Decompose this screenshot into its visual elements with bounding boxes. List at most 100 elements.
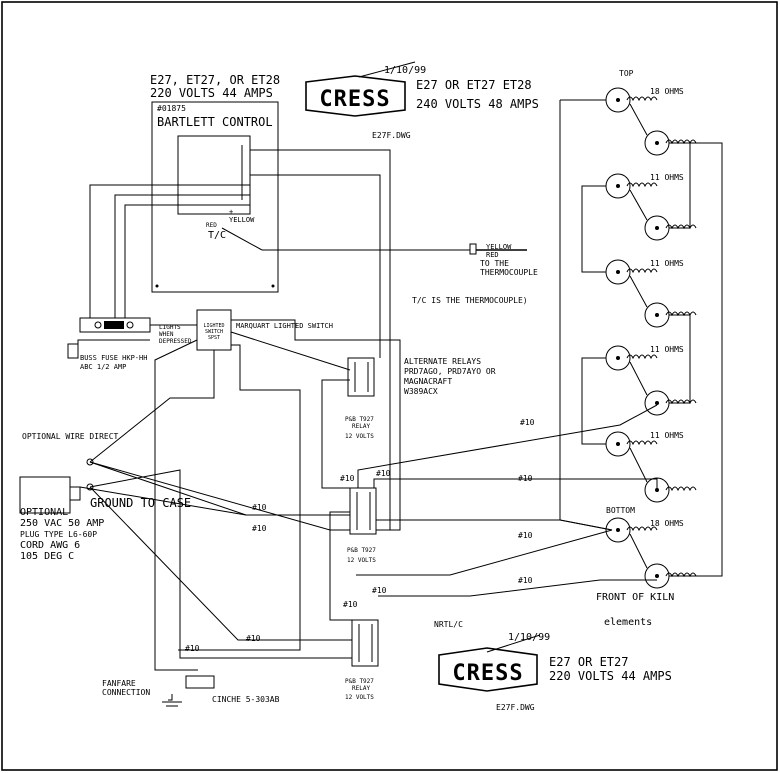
wire-gauge-12: #10	[518, 576, 533, 585]
rating-bottom: 220 VOLTS 44 AMPS	[549, 669, 672, 683]
relay-3-volts: 12 VOLTS	[345, 694, 374, 701]
wire-gauge-9: #10	[520, 418, 535, 427]
alt-relays-2: PRD7AGO, PRD7AYO OR	[404, 367, 496, 376]
fuse-holder: BUSS FUSE HKP-HH ABC 1/2 AMP	[67, 317, 151, 371]
control-tc-label: T/C	[208, 230, 226, 241]
ohms-6: 18 OHMS	[650, 519, 684, 528]
control-wiring	[77, 149, 401, 671]
ohms-2: 11 OHMS	[650, 173, 684, 182]
wire-gauge-3: #10	[246, 634, 261, 643]
relay-2-name: P&B T927	[347, 547, 376, 554]
power-line-1: 250 VAC 50 AMP	[20, 518, 104, 529]
fanfare-line-1: FANFARE	[102, 679, 136, 688]
wire-gauge-6: #10	[376, 469, 391, 478]
element-4-coil-a	[626, 354, 658, 360]
models-bottom: E27 OR ET27	[549, 655, 628, 669]
optional-wire-direct: OPTIONAL WIRE DIRECT	[22, 432, 119, 441]
power-optional: OPTIONAL	[20, 507, 68, 518]
switch-name: MARQUART LIGHTED SWITCH	[236, 322, 333, 330]
power-line-3: CORD AWG 6	[20, 540, 80, 551]
ohms-3: 11 OHMS	[650, 259, 684, 268]
element-1-coil-a	[626, 96, 658, 102]
power-line-2: PLUG TYPE L6-60P	[20, 530, 97, 539]
switch-lights-2: WHEN	[159, 331, 174, 338]
heating-elements: TOP BOTTOM FRONT OF KILN elements 18 OHM…	[560, 69, 723, 628]
wire-gauge-5: #10	[340, 474, 355, 483]
date-bottom: 1/10/99	[508, 632, 550, 643]
nrtl-label: NRTL/C	[434, 620, 463, 629]
ohms-4: 11 OHMS	[650, 345, 684, 354]
control-yellow-label: YELLOW	[229, 216, 255, 224]
relay-2: P&B T927 12 VOLTS	[347, 487, 377, 564]
power-cord: OPTIONAL WIRE DIRECT GROUND TO CASE OPTI…	[19, 432, 191, 562]
control-plus-label: +	[229, 208, 233, 216]
elements-label: elements	[604, 617, 652, 628]
relay-3-relay: RELAY	[352, 685, 370, 692]
relay-1-name: P&B T927	[345, 416, 374, 423]
relay-3-name: P&B T927	[345, 678, 374, 685]
element-6-coil-a	[626, 526, 658, 532]
control-red-label: RED	[206, 222, 217, 229]
control-part-number: #01875	[157, 104, 186, 113]
relay-1-relay: RELAY	[352, 423, 370, 430]
switch-lights-3: DEPRESSED	[159, 338, 192, 345]
wire-gauge-1: #10	[252, 503, 267, 512]
element-2-coil-a	[626, 182, 658, 188]
wire-gauge-7: #10	[343, 600, 358, 609]
fanfare-connection: FANFARE CONNECTION CINCHE 5-303AB	[102, 675, 280, 707]
switch-box-1: LIGHTED	[203, 323, 224, 329]
element-4-coil-b	[665, 399, 697, 405]
control-header-1: E27, ET27, OR ET28	[150, 73, 280, 87]
ohms-5: 11 OHMS	[650, 431, 684, 440]
wire-gauge-8: #10	[372, 586, 387, 595]
alt-relays-1: ALTERNATE RELAYS	[404, 357, 481, 366]
elements-top-label: TOP	[619, 69, 634, 78]
power-wiring: #10 #10 #10 #10 #10 #10 #10 #10 #10 #10 …	[79, 100, 658, 659]
power-line-4: 105 DEG C	[20, 551, 74, 562]
relay-1: P&B T927 RELAY 12 VOLTS	[345, 357, 375, 440]
filename-top: E27F.DWG	[372, 131, 411, 140]
models-top: E27 OR ET27 ET28	[416, 78, 532, 92]
date-top: 1/10/99	[384, 65, 426, 76]
element-1-coil-b	[665, 139, 697, 145]
relay-2-volts: 12 VOLTS	[347, 557, 376, 564]
fuse-line-2: ABC 1/2 AMP	[80, 363, 126, 371]
fanfare-line-2: CONNECTION	[102, 688, 150, 697]
wire-gauge-11: #10	[518, 531, 533, 540]
element-link-5	[669, 142, 723, 577]
fuse-line-1: BUSS FUSE HKP-HH	[80, 354, 147, 362]
switch-box-3: SPST	[208, 335, 220, 341]
relay-3: P&B T927 RELAY 12 VOLTS	[345, 619, 379, 701]
rating-top: 240 VOLTS 48 AMPS	[416, 97, 539, 111]
control-box	[151, 101, 279, 293]
element-3-coil-b	[665, 311, 697, 317]
element-5-coil-b	[665, 486, 697, 492]
ohms-1: 18 OHMS	[650, 87, 684, 96]
relay-1-volts: 12 VOLTS	[345, 433, 374, 440]
wire-gauge-4: #10	[185, 644, 200, 653]
alt-relays-3: MAGNACRAFT	[404, 377, 452, 386]
element-6-terminal-a	[605, 517, 631, 543]
alt-relays-4: W389ACX	[404, 387, 438, 396]
element-2-coil-b	[665, 224, 697, 230]
elements-bottom-label: BOTTOM	[606, 506, 635, 515]
tc-red-label: RED	[486, 251, 499, 259]
wire-gauge-2: #10	[252, 524, 267, 533]
cress-logo-top: CRESS	[319, 87, 390, 112]
element-link-4	[581, 357, 606, 445]
title-block-bottom: NRTL/C 1/10/99 CRESS E27 OR ET27 220 VOL…	[434, 620, 672, 712]
tc-to-the: TO THE	[480, 259, 509, 268]
cinche-label: CINCHE 5-303AB	[212, 695, 280, 704]
control-header-2: 220 VOLTS 44 AMPS	[150, 86, 273, 100]
element-5-coil-a	[626, 440, 658, 446]
bartlett-control: E27, ET27, OR ET28 220 VOLTS 44 AMPS #01…	[150, 73, 280, 293]
title-block-top: CRESS 1/10/99 E27 OR ET27 ET28 240 VOLTS…	[305, 61, 539, 140]
tc-name: THERMOCOUPLE	[480, 268, 538, 277]
element-link-2	[581, 185, 606, 273]
thermocouple: YELLOW RED TO THE THERMOCOUPLE T/C IS TH…	[221, 227, 538, 305]
element-6-coil-b	[665, 572, 697, 578]
switch-box-2: SWITCH	[205, 329, 223, 335]
